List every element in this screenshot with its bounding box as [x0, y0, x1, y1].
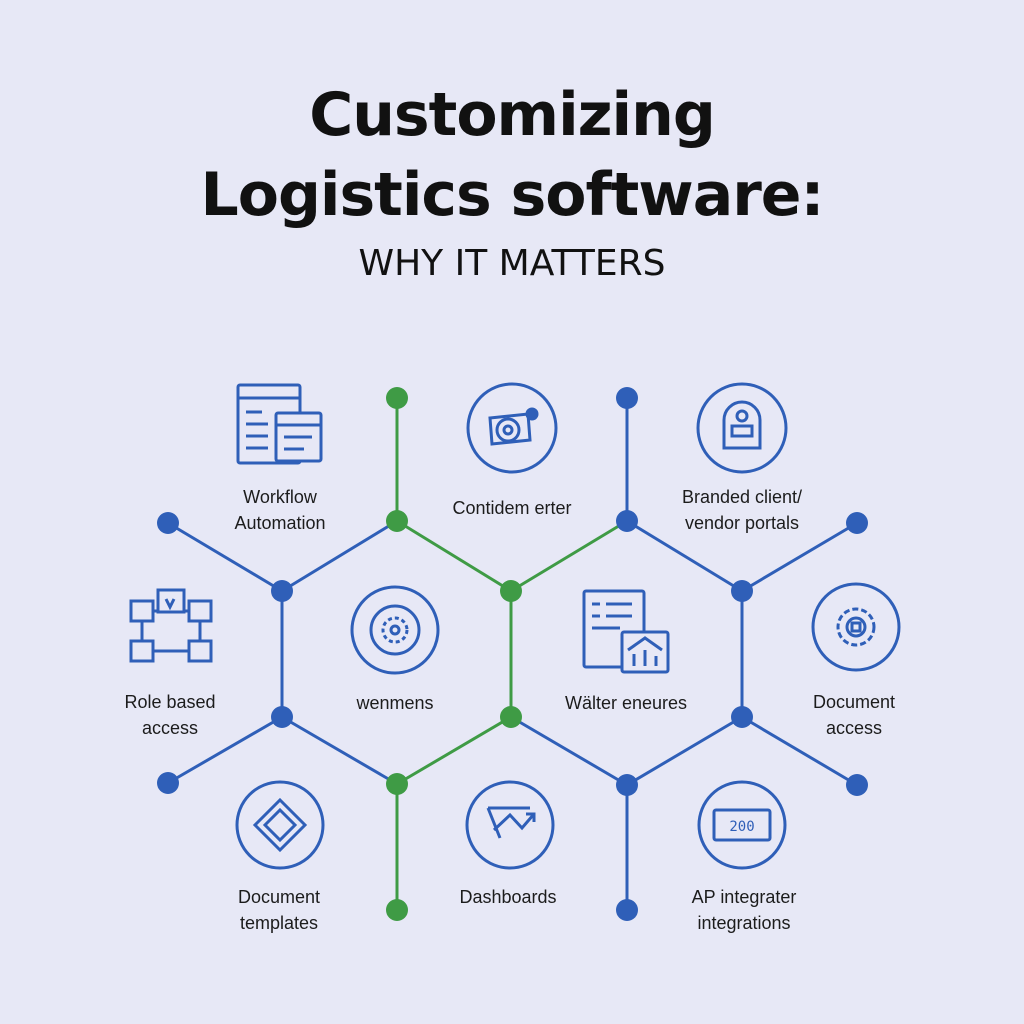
label-contidem: Contidem erter [412, 495, 612, 521]
label-line: wenmens [356, 693, 434, 713]
label-line: Document [237, 887, 321, 907]
node [500, 706, 522, 728]
node [271, 580, 293, 602]
label-line: Automation [234, 513, 326, 533]
label-line: Workflow [243, 487, 317, 507]
label-line: templates [239, 913, 319, 933]
label-line: Role based [124, 692, 216, 712]
node [386, 899, 408, 921]
green-connections [395, 398, 628, 910]
blue-connections [167, 398, 858, 910]
node [500, 580, 522, 602]
label-dashboards: Dashboards [408, 884, 608, 910]
label-line: Dashboards [459, 887, 557, 907]
label-line: access [825, 718, 883, 738]
node [386, 510, 408, 532]
title-line-1: Customizing [309, 80, 716, 150]
node [731, 706, 753, 728]
label-role-based-access: Role based access [70, 689, 270, 741]
user-badge-icon [696, 382, 788, 474]
node [157, 772, 179, 794]
label-workflow-automation: Workflow Automation [180, 484, 380, 536]
node [616, 510, 638, 532]
label-line: Contidem erter [452, 498, 572, 518]
label-line: Document [812, 692, 896, 712]
green-nodes [386, 387, 522, 921]
gear-circle-icon [350, 585, 440, 675]
title-line-2: Logistics software: [200, 160, 824, 230]
node [616, 774, 638, 796]
node [731, 580, 753, 602]
diamond-icon [235, 780, 325, 870]
label-line: AP integrater [691, 887, 797, 907]
trend-arrow-icon [465, 780, 555, 870]
blue-nodes [157, 387, 868, 921]
node [271, 706, 293, 728]
workflow-window-icon [236, 383, 323, 465]
node [386, 387, 408, 409]
label-branded-portals: Branded client/ vendor portals [642, 484, 842, 536]
label-line: Branded client/ [681, 487, 803, 507]
api-badge-text: 200 [729, 819, 754, 835]
node [386, 773, 408, 795]
label-document-templates: Document templates [179, 884, 379, 936]
node [157, 512, 179, 534]
gear-arrows-icon [466, 382, 558, 474]
label-line: access [141, 718, 199, 738]
label-line: integrations [697, 913, 791, 933]
node [846, 774, 868, 796]
label-wenmens: wenmens [295, 690, 495, 716]
node [846, 512, 868, 534]
node [616, 899, 638, 921]
label-line: Wälter eneures [564, 693, 688, 713]
code-badge-icon: 200 [697, 780, 787, 870]
report-chart-icon [582, 589, 670, 674]
role-network-icon [129, 588, 213, 663]
label-document-access: Document access [754, 689, 954, 741]
cog-shield-icon [811, 582, 901, 672]
subtitle: WHY IT MATTERS [358, 243, 666, 284]
node [616, 387, 638, 409]
label-walter: Wälter eneures [526, 690, 726, 716]
label-line: vendor portals [684, 513, 800, 533]
label-api-integrations: AP integrater integrations [644, 884, 844, 936]
